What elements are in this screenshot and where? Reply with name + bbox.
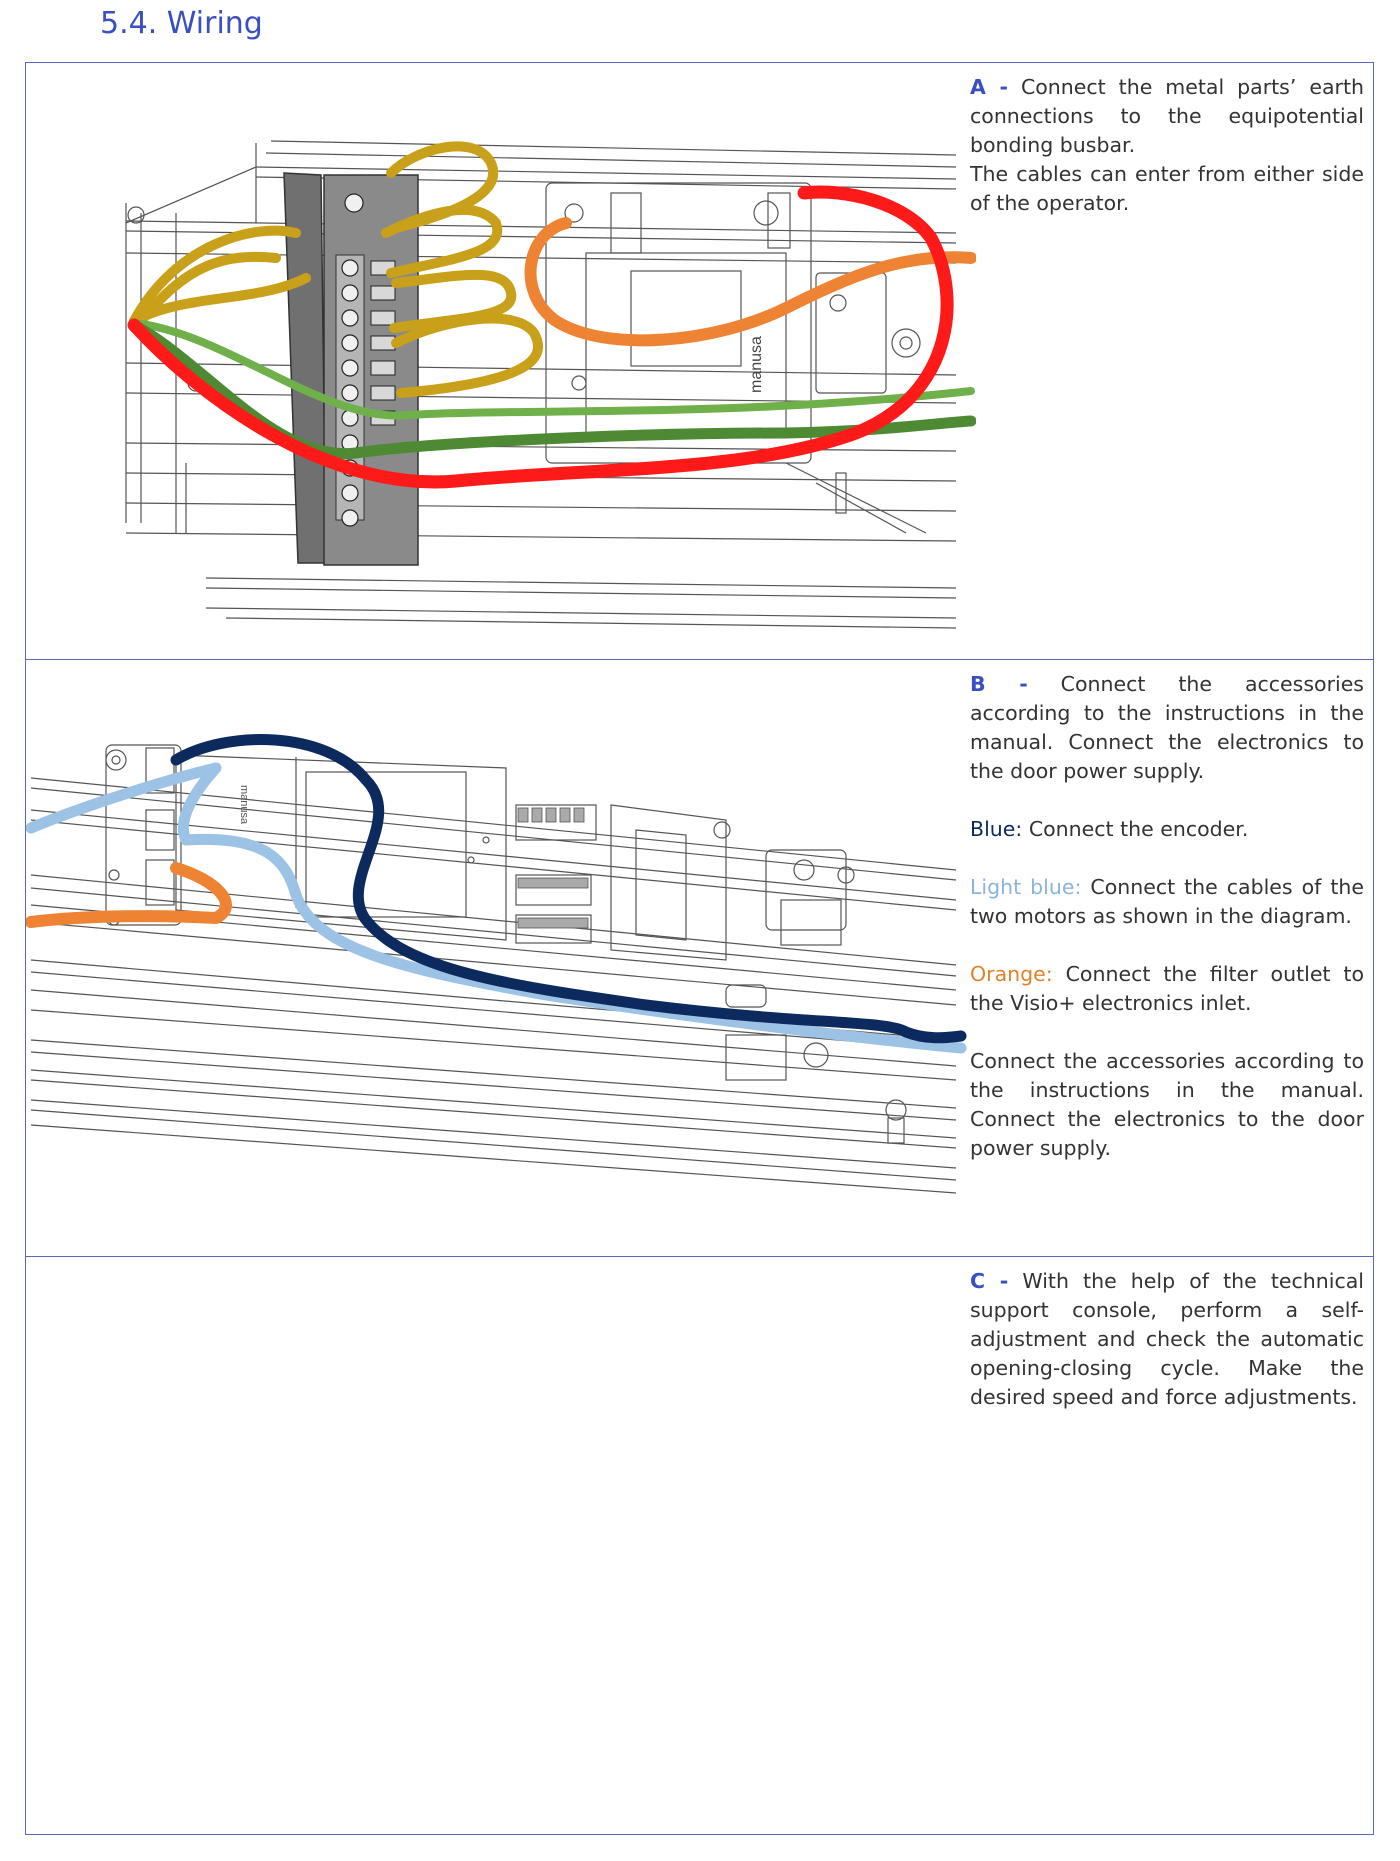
- dark-green-wire: [128, 319, 976, 460]
- step-a-text: A - Connect the metal parts’ earth conne…: [970, 73, 1364, 218]
- orange-key: Orange:: [970, 962, 1053, 986]
- step-b-text: B - Connect the accessories according to…: [970, 670, 1364, 1163]
- step-b-letter: B -: [970, 672, 1028, 696]
- step-a-row: manusa: [26, 63, 1373, 660]
- page-title: 5.4. Wiring: [100, 6, 263, 41]
- navy-encoder-wire: [170, 734, 967, 1044]
- light-green-wire: [130, 319, 975, 420]
- brand-label: manusa: [748, 336, 765, 393]
- step-a-cable-note: The cables can enter from either side of…: [970, 162, 1364, 215]
- orange-wire: [26, 862, 232, 928]
- step-b-illustration: manusa: [26, 660, 976, 1256]
- step-a-letter: A -: [970, 75, 1008, 99]
- step-c-row: C - With the help of the technical suppo…: [26, 1257, 1373, 1834]
- step-a-illustration: manusa: [26, 63, 976, 659]
- brand-label: manusa: [238, 785, 250, 825]
- light-blue-key: Light blue:: [970, 875, 1082, 899]
- blue-instruction: Connect the encoder.: [1028, 817, 1249, 841]
- red-wire: [127, 185, 954, 489]
- electronics-wiring-drawing: manusa: [26, 734, 967, 1194]
- step-b-closing-note: Connect the accessories according to the…: [970, 1049, 1364, 1160]
- step-c-instruction: With the help of the technical support c…: [970, 1269, 1364, 1409]
- step-a-instruction: Connect the metal parts’ earth connectio…: [970, 75, 1364, 157]
- step-c-letter: C -: [970, 1269, 1009, 1293]
- step-c-illustration-area: [26, 1257, 976, 1834]
- blue-key: Blue:: [970, 817, 1023, 841]
- orange-wire: [524, 217, 976, 347]
- step-c-text: C - With the help of the technical suppo…: [970, 1267, 1364, 1412]
- mustard-earth-wires: [129, 141, 543, 398]
- earth-busbar: [283, 172, 419, 566]
- operator-earthing-drawing: manusa: [125, 140, 976, 629]
- orange-instruction: Connect the filter outlet to the Visio+ …: [970, 962, 1364, 1015]
- wiring-steps-table: manusa: [25, 62, 1374, 1835]
- light-blue-wire: [26, 762, 967, 1054]
- light-blue-instruction: Connect the cables of the two motors as …: [970, 875, 1364, 928]
- step-b-instruction: Connect the accessories according to the…: [970, 672, 1364, 783]
- step-b-row: manusa B - Connect the accessories accor…: [26, 660, 1373, 1257]
